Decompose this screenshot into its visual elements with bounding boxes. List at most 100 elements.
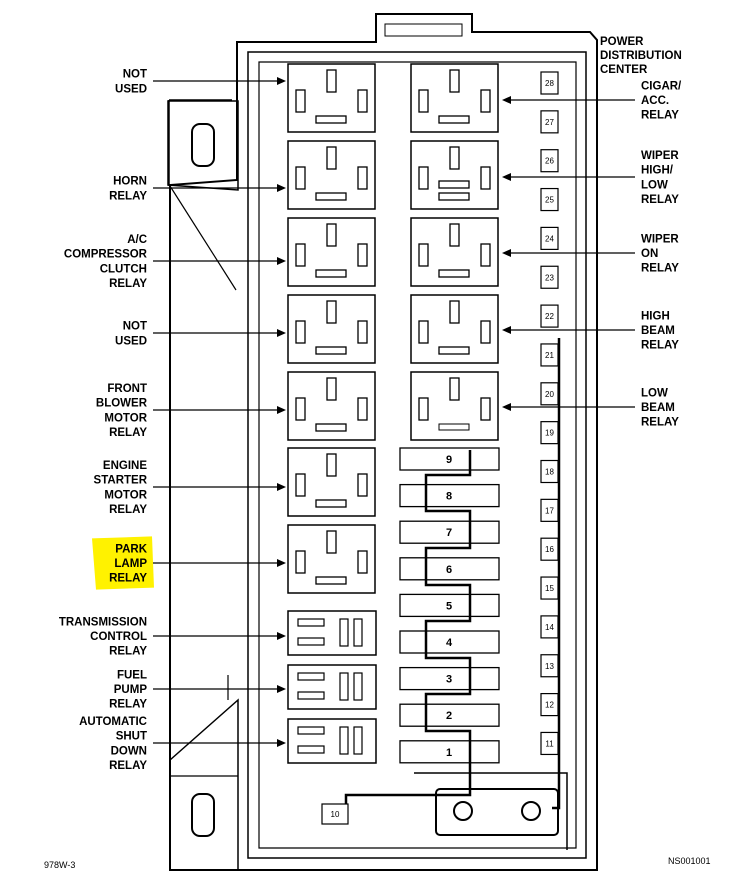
label-line: WIPER: [641, 150, 679, 162]
center-fuse: 7: [399, 520, 500, 544]
right-fuse-label: 15: [545, 584, 554, 593]
relay-left-2: [287, 140, 376, 210]
footer-left-code: 978W-3: [44, 860, 75, 870]
relay-left-5: [287, 371, 376, 441]
center-fuse-label: 7: [446, 527, 452, 539]
right-fuse: 27: [540, 110, 559, 134]
label-line: DOWN: [111, 745, 147, 757]
label-line: RELAY: [641, 263, 679, 275]
micro-relay-2: [287, 664, 377, 710]
label-line: USED: [115, 83, 147, 95]
label-line: COMPRESSOR: [64, 249, 148, 261]
bottom-mount-slot: [191, 793, 215, 837]
right-fuse: 13: [540, 654, 559, 678]
center-fuse: 9: [399, 447, 500, 471]
center-fuse: 2: [399, 703, 500, 727]
label-high-beam-relay: HIGH BEAM RELAY: [502, 310, 679, 352]
micro-relay-3: [287, 718, 377, 764]
bolt-hole-right: [521, 801, 541, 821]
header-title-line: CENTER: [600, 64, 648, 76]
label-line: RELAY: [641, 110, 679, 122]
right-fuse-label: 21: [545, 351, 554, 360]
relay-left-3: [287, 217, 376, 287]
right-fuse-label: 20: [545, 390, 554, 399]
label-transmission-control-relay: TRANSMISSION CONTROL RELAY: [59, 616, 286, 658]
right-fuse-label: 22: [545, 312, 554, 321]
label-line: RELAY: [109, 504, 147, 516]
label-line: HIGH/: [641, 165, 674, 177]
center-fuse-label: 6: [446, 564, 452, 576]
label-line: BEAM: [641, 325, 675, 337]
label-not-used-1: NOT USED: [115, 69, 286, 95]
label-line: RELAY: [109, 699, 147, 711]
label-line: WIPER: [641, 233, 679, 245]
right-fuse-label: 12: [545, 701, 554, 710]
header-title: POWER DISTRIBUTION CENTER: [600, 36, 682, 76]
relays: [287, 63, 499, 764]
right-fuse: 24: [540, 226, 559, 250]
right-fuse-label: 13: [545, 662, 554, 671]
right-fuse: 23: [540, 265, 559, 289]
label-line: USED: [115, 335, 147, 347]
label-line: A/C: [127, 234, 147, 246]
relay-right-5: [410, 371, 499, 441]
center-fuse-label: 3: [446, 674, 452, 686]
label-line: PUMP: [114, 684, 148, 696]
center-fuse: 1: [399, 740, 500, 764]
right-fuse-label: 25: [545, 196, 554, 205]
center-fuse: 3: [399, 666, 500, 691]
label-line: PARK: [115, 543, 147, 555]
label-cigar-acc-relay: CIGAR/ACC.RELAY: [502, 80, 682, 122]
right-fuse: 28: [540, 71, 559, 95]
top-mount-slot: [191, 123, 215, 167]
right-fuse: 25: [540, 187, 559, 212]
right-fuse-label: 26: [545, 157, 554, 166]
label-line: RELAY: [641, 340, 679, 352]
center-fuse-label: 5: [446, 600, 452, 612]
label-line: CONTROL: [90, 631, 147, 643]
label-line: NOT: [123, 321, 147, 333]
right-fuse: 21: [540, 343, 559, 367]
label-line: RELAY: [641, 194, 679, 206]
label-line: MOTOR: [104, 489, 147, 501]
right-fuse: 26: [540, 149, 559, 173]
micro-relay-1: [287, 610, 377, 656]
center-fuse: 4: [399, 630, 500, 654]
relay-left-6: [287, 447, 376, 517]
label-line: NOT: [123, 69, 147, 81]
label-line: ENGINE: [103, 460, 147, 472]
right-fuse-label: 17: [545, 506, 554, 515]
right-fuse: 11: [540, 731, 559, 756]
relay-left-7: [287, 524, 376, 594]
label-horn-relay: HORN RELAY: [109, 176, 286, 202]
label-line: AUTOMATIC: [79, 716, 147, 728]
right-fuse-label: 28: [545, 79, 554, 88]
label-line: RELAY: [109, 190, 147, 202]
fuse-10: 10: [321, 803, 349, 825]
right-fuse-label: 27: [545, 118, 554, 127]
label-line: HORN: [113, 176, 147, 188]
label-line: MOTOR: [104, 412, 147, 424]
label-line: STARTER: [94, 475, 148, 487]
label-line: BEAM: [641, 402, 675, 414]
relay-right-1: [410, 63, 499, 133]
relay-left-1: [287, 63, 376, 133]
label-line: RELAY: [109, 646, 147, 658]
right-fuse: 17: [540, 498, 559, 522]
label-line: CLUTCH: [100, 263, 147, 275]
center-fuse-label: 8: [446, 491, 452, 503]
label-line: HIGH: [641, 310, 670, 322]
relay-left-4: [287, 294, 376, 364]
label-line: TRANSMISSION: [59, 616, 147, 628]
center-fuse-label: 4: [446, 637, 453, 649]
center-fuse: 6: [399, 557, 500, 581]
